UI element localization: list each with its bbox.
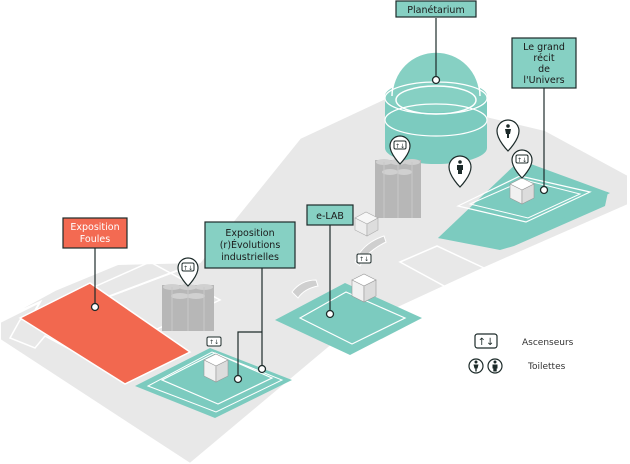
svg-text:↑↓: ↑↓ — [395, 143, 405, 150]
label-grand-recit-line1: Le grand — [523, 42, 565, 53]
elevator-sign-elab: ↑↓ — [356, 253, 372, 264]
label-foules[interactable]: Exposition Foules — [62, 217, 128, 249]
elevator-sign-evolutions: ↑↓ — [206, 336, 222, 347]
zone-evolutions-outer[interactable] — [135, 348, 292, 418]
elevator-pin-planetarium[interactable]: ↑↓ — [389, 135, 411, 165]
elevator-icon — [181, 262, 195, 272]
elevator-box-evolutions — [203, 353, 229, 383]
legend-elevators-label: Ascenseurs — [522, 338, 574, 348]
zone-grand-recit-outer2 — [438, 160, 610, 247]
zone-evolutions-inner2 — [146, 351, 284, 413]
elevator-box-elab — [351, 273, 377, 303]
columns-west — [162, 284, 214, 331]
zone-grand-recit-inner — [456, 175, 592, 223]
label-foules-line1: Exposition — [70, 222, 119, 233]
legend: ↑↓ Ascenseurs Toilettes — [468, 333, 574, 374]
legend-elevator-icon: ↑↓ — [474, 333, 498, 349]
elevator-pin-grand-recit[interactable]: ↑↓ — [511, 149, 533, 179]
elevator-pin-west[interactable]: ↑↓ — [177, 257, 199, 287]
legend-toilet-icon-1 — [468, 358, 484, 374]
elevator-box-center — [354, 211, 379, 237]
label-evolutions-line1: Exposition — [225, 228, 274, 239]
elevator-box-grand-recit — [509, 177, 535, 205]
leader-lines — [94, 18, 545, 378]
empty-area — [398, 245, 486, 288]
label-elab-text: e-LAB — [316, 211, 344, 222]
zone-grand-recit-inner2 — [468, 179, 582, 219]
zone-evolutions-inner — [160, 352, 274, 405]
zone-elab-outer[interactable] — [275, 283, 422, 355]
label-evolutions[interactable]: Exposition (r)Évolutions industrielles — [204, 221, 296, 269]
legend-toilet-icon-2 — [487, 358, 503, 374]
legend-toilets-label: Toilettes — [527, 362, 566, 372]
toilet-pin-1[interactable] — [496, 119, 520, 152]
columns-east — [375, 159, 421, 218]
zone-foules[interactable] — [18, 282, 192, 385]
label-planetarium-text: Planétarium — [407, 5, 464, 16]
svg-text:↑↓: ↑↓ — [359, 256, 369, 263]
svg-text:↑↓: ↑↓ — [517, 157, 527, 164]
label-grand-recit-line3: de — [538, 64, 550, 75]
svg-text:↑↓: ↑↓ — [209, 339, 219, 346]
svg-text:↑↓: ↑↓ — [478, 337, 495, 348]
toilet-icon — [458, 160, 462, 164]
label-planetarium[interactable]: Planétarium — [395, 0, 477, 18]
label-evolutions-line3: industrielles — [221, 252, 279, 263]
elevator-icon — [393, 140, 407, 150]
label-grand-recit[interactable]: Le grand récit de l'Univers — [511, 37, 577, 89]
escalator-2 — [291, 279, 319, 299]
label-dots — [90, 75, 549, 384]
toilet-pin-2[interactable] — [448, 155, 472, 188]
label-grand-recit-line2: récit — [533, 53, 554, 64]
label-elab[interactable]: e-LAB — [306, 204, 354, 226]
label-grand-recit-line4: l'Univers — [523, 75, 564, 86]
label-evolutions-line2: (r)Évolutions — [220, 239, 281, 251]
toilet-icon — [506, 124, 510, 128]
elevator-icon — [515, 154, 529, 164]
label-foules-line2: Foules — [80, 234, 110, 245]
svg-text:↑↓: ↑↓ — [183, 265, 193, 272]
zone-elab-inner — [298, 291, 407, 345]
